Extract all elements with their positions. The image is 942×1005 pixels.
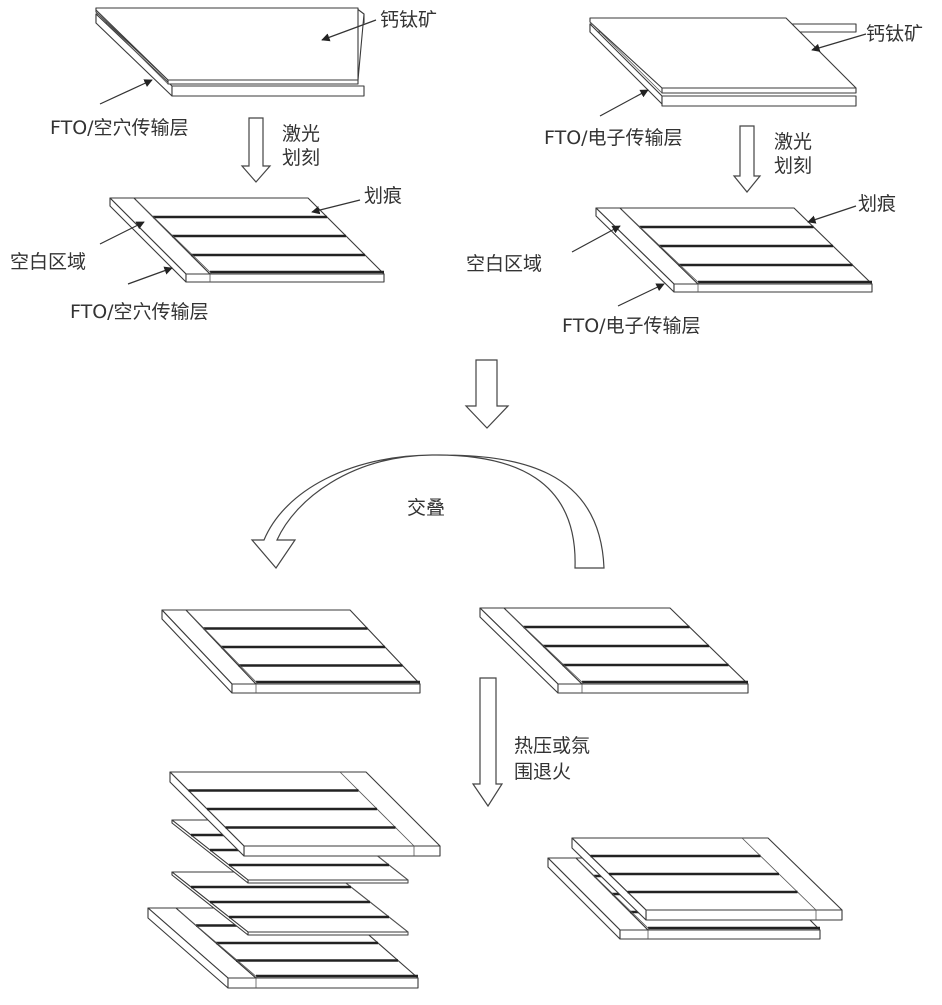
merge-down-arrow-icon [464,359,510,429]
plate-front [243,845,441,857]
left-scribe-label: 划痕 [364,185,402,207]
substrate-front [557,683,749,694]
left-unscribed-stack [95,7,365,97]
substrate-front [231,683,421,694]
left-perovskite-face [95,7,359,81]
left-scribe-leader [311,199,361,215]
right-scribe-leader [807,205,857,224]
right-scribed-plate [595,207,873,293]
substrate-front [673,283,873,293]
exploded-top-plate [169,771,441,857]
overlap-curved-arrow-icon [250,454,605,569]
anneal-down-arrow-icon [471,677,504,808]
step-edge [505,609,585,685]
right-blank-label: 空白区域 [466,253,542,275]
step-edge [577,859,651,931]
left-perovskite-leader [321,19,377,42]
left-laser-scribe-arrow-icon [240,117,272,183]
left-blank-leader [99,221,145,245]
left-laser-label-line1: 激光 [282,123,320,145]
anneal-label-line1: 热压或氛 [514,735,590,757]
right-laser-label-line2: 划刻 [774,155,812,177]
plate-side [169,771,245,857]
step-edge [177,909,259,979]
right-substrate-leader [599,89,649,117]
substrate-front [227,977,419,989]
substrate-front [185,273,385,283]
step-edge [135,199,213,275]
plate-front [645,909,843,921]
scribed-plates [109,197,873,694]
step-edge [621,209,701,285]
right-substrate2-leader [617,283,665,307]
right-blank-leader [571,225,621,253]
left-substrate-leader [99,79,153,105]
left-perovskite-label: 钙钛矿 [380,9,437,31]
left-substrate-label-2: FTO/空穴传输层 [70,301,209,323]
step-edge [187,611,259,685]
left-substrate-front-face [171,85,365,97]
left-scribed-plate [109,197,385,283]
anneal-label-line2: 围退火 [514,761,571,783]
plate-side [571,837,647,921]
overlap-left-plate [161,609,421,694]
right-scribe-label: 划痕 [858,193,896,215]
plate-front [247,879,409,884]
right-substrate-label-2: FTO/电子传输层 [562,315,701,337]
left-substrate-label-1: FTO/空穴传输层 [50,117,189,139]
right-laser-scribe-arrow-icon [732,125,762,193]
right-substrate-label-1: FTO/电子传输层 [544,127,683,149]
substrate-front [619,929,821,940]
right-laser-label-line1: 激光 [774,131,812,153]
overlap-right-plate [479,607,749,694]
right-unscribed-stack [589,17,857,107]
overlap-label: 交叠 [407,497,445,519]
plate-front [247,931,409,936]
left-laser-label-line2: 划刻 [282,147,320,169]
left-perovskite-front-edge [167,79,359,85]
left-substrate2-leader [127,266,173,285]
right-perovskite-label: 钙钛矿 [866,23,923,45]
right-perovskite-leader [811,33,867,52]
stacked-assemblies [147,771,843,989]
left-blank-label: 空白区域 [10,251,86,273]
laminated-top-plate [571,837,843,921]
